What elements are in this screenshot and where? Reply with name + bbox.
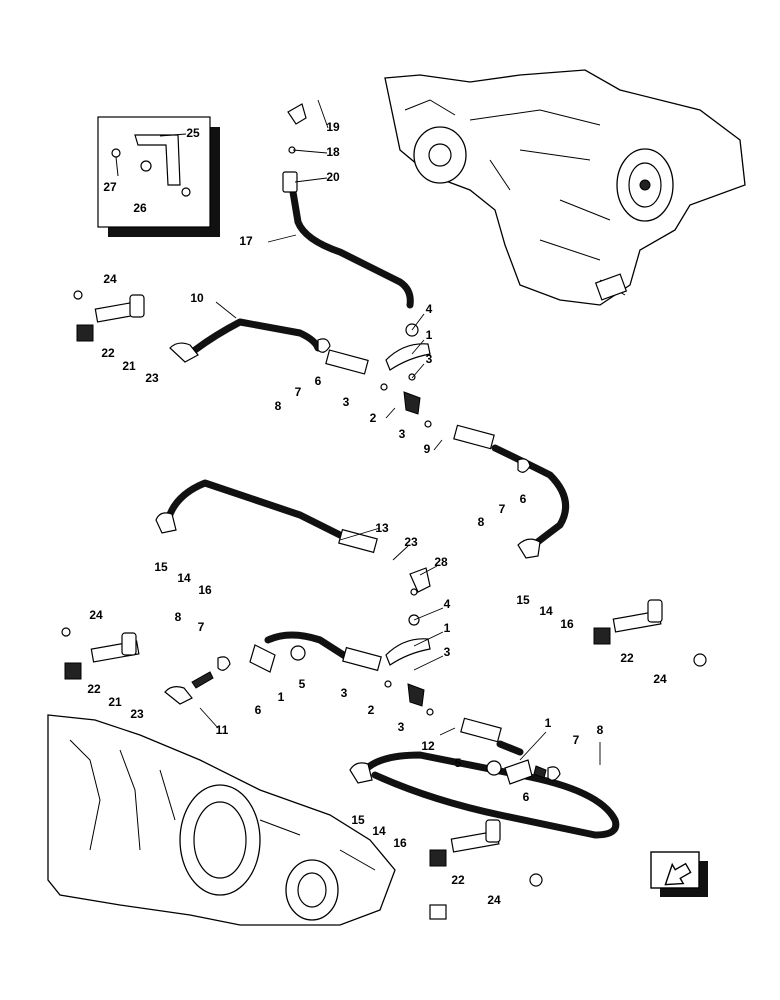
callout-c16a: 16 [198, 583, 212, 597]
callout-c12: 12 [421, 739, 435, 753]
callout-c22c: 22 [620, 651, 634, 665]
callout-c7b: 7 [499, 502, 506, 516]
callout-c2b: 2 [368, 703, 375, 717]
callout-c15c: 15 [351, 813, 365, 827]
callout-c5b: 5 [455, 756, 462, 770]
callout-c1a: 1 [426, 328, 433, 342]
steering-cylinder-lower-left [61, 627, 140, 680]
hose-10 [169, 318, 369, 375]
callout-c8b: 8 [478, 515, 485, 529]
callout-c2a: 2 [370, 411, 377, 425]
callout-c3a: 3 [426, 352, 433, 366]
callout-c8a: 8 [275, 399, 282, 413]
callout-c6a: 6 [315, 374, 322, 388]
callout-c1b: 1 [444, 621, 451, 635]
next-page-arrow-icon[interactable] [650, 851, 708, 897]
hose-9 [453, 424, 570, 559]
hose-17 [282, 103, 419, 337]
callout-c23c: 23 [130, 707, 144, 721]
callout-c16b: 16 [560, 617, 574, 631]
callout-c21b: 21 [108, 695, 122, 709]
callout-c26: 26 [133, 201, 147, 215]
callout-c7a: 7 [295, 385, 302, 399]
callout-c4a: 4 [426, 302, 433, 316]
callout-c15a: 15 [154, 560, 168, 574]
callout-c24c: 24 [653, 672, 667, 686]
callout-c23a: 23 [145, 371, 159, 385]
hose-11 [164, 631, 382, 705]
callout-c10: 10 [190, 291, 204, 305]
callout-c8c: 8 [175, 610, 182, 624]
callout-c22b: 22 [87, 682, 101, 696]
callout-c7d: 7 [573, 733, 580, 747]
bracket-detail-inset [97, 116, 220, 237]
steering-cylinder-upper-left [73, 290, 145, 342]
callout-c9: 9 [424, 442, 431, 456]
callout-c19: 19 [326, 120, 340, 134]
callout-c3f: 3 [398, 720, 405, 734]
callout-c14c: 14 [372, 824, 386, 838]
callout-c14b: 14 [539, 604, 553, 618]
callout-c6d: 6 [523, 790, 530, 804]
callout-c21a: 21 [122, 359, 136, 373]
hose-12 [349, 717, 620, 839]
callout-c16c: 16 [393, 836, 407, 850]
callout-c8d: 8 [597, 723, 604, 737]
steering-cylinder-bottom [429, 819, 543, 887]
callout-c4b: 4 [444, 597, 451, 611]
callout-c13: 13 [375, 521, 389, 535]
callout-c6b: 6 [520, 492, 527, 506]
hose-13 [155, 479, 431, 593]
callout-c17: 17 [239, 234, 253, 248]
callout-c28: 28 [434, 555, 448, 569]
steering-cylinder-right [593, 599, 707, 667]
callout-c23b: 23 [404, 535, 418, 549]
tee-fitting-upper [380, 343, 432, 428]
callout-c1c: 1 [278, 690, 285, 704]
callout-c15b: 15 [516, 593, 530, 607]
callout-c7c: 7 [198, 620, 205, 634]
callout-c20: 20 [326, 170, 340, 184]
callout-c11: 11 [216, 723, 229, 737]
rear-axle-assembly [384, 69, 746, 306]
callout-c3e: 3 [341, 686, 348, 700]
callout-c25: 25 [186, 126, 200, 140]
callout-c6c: 6 [255, 703, 262, 717]
callout-c24d: 24 [487, 893, 501, 907]
front-axle-assembly [47, 714, 447, 926]
callout-c3c: 3 [399, 427, 406, 441]
callout-c22d: 22 [451, 873, 465, 887]
callout-c14a: 14 [177, 571, 191, 585]
callout-c24a: 24 [103, 272, 117, 286]
callout-c1d: 1 [545, 716, 552, 730]
callout-c5a: 5 [299, 677, 306, 691]
callout-c3d: 3 [444, 645, 451, 659]
leader-lines [159, 99, 601, 765]
callout-c18: 18 [326, 145, 340, 159]
tee-fitting-lower [384, 588, 434, 716]
callout-c27: 27 [103, 180, 117, 194]
callout-c3b: 3 [343, 395, 350, 409]
callout-c24b: 24 [89, 608, 103, 622]
callout-c22a: 22 [101, 346, 115, 360]
